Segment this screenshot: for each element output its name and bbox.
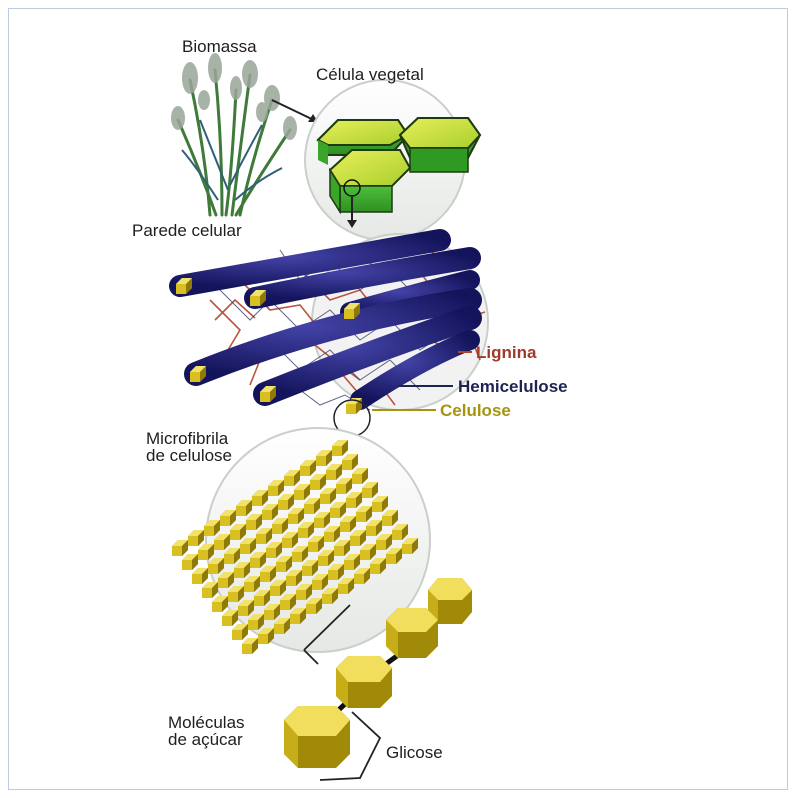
cellulose-chain-unit: [212, 596, 228, 612]
glucose-molecule: [386, 608, 438, 658]
moleculas-label-line2: de açúcar: [168, 731, 245, 748]
lignina-label: Lignina: [476, 344, 536, 361]
cellulose-chain-unit: [202, 582, 218, 598]
celula-vegetal-label: Célula vegetal: [316, 66, 424, 83]
cellulose-chain-unit: [182, 554, 198, 570]
cellulose-chain-unit: [188, 530, 204, 546]
parede-celular-label: Parede celular: [132, 222, 242, 239]
biomassa-label: Biomassa: [182, 38, 257, 55]
glucose-molecule: [336, 656, 392, 708]
microfibrila-label-line2: de celulose: [146, 447, 232, 464]
celulose-label: Celulose: [440, 402, 511, 419]
cellulose-chain-unit: [222, 610, 238, 626]
glicose-label: Glicose: [386, 744, 443, 761]
plant-cell-zoom: [305, 80, 480, 240]
biomass-plant-image: [171, 53, 297, 215]
moleculas-de-acucar-label: Moléculas de açúcar: [168, 714, 245, 748]
cellulose-chain-unit: [232, 624, 248, 640]
microfibrila-label: Microfibrila de celulose: [146, 430, 232, 464]
cellulose-chain-unit: [192, 568, 208, 584]
moleculas-label-line1: Moléculas: [168, 714, 245, 731]
microfibrila-label-line1: Microfibrila: [146, 430, 232, 447]
arrow-plant-to-cell: [272, 100, 318, 122]
cellulose-chain-unit: [172, 540, 188, 556]
hemicelulose-label: Hemicelulose: [458, 378, 568, 395]
glucose-molecule: [284, 706, 350, 768]
cellulose-chain-unit: [242, 638, 258, 654]
